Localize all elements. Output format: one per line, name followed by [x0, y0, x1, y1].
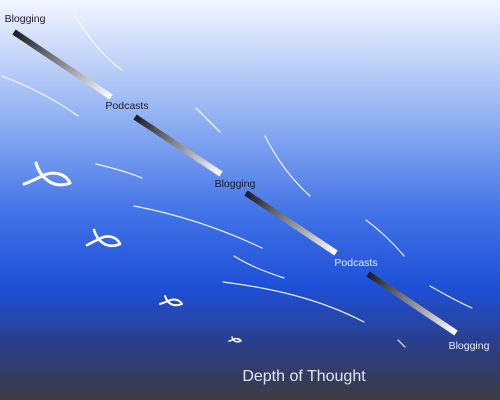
- label-blogging-2: Blogging: [214, 178, 256, 190]
- current-streak: [365, 219, 405, 257]
- fish-icon: [85, 228, 122, 248]
- label-blogging-1: Blogging: [4, 13, 46, 25]
- diagram-caption: Depth of Thought: [242, 368, 366, 385]
- depth-bar: [244, 190, 338, 256]
- depth-bar: [12, 29, 113, 100]
- fish-icon: [159, 295, 183, 307]
- current-streak: [95, 163, 143, 179]
- current-streak: [233, 255, 285, 279]
- current-streak: [264, 135, 311, 197]
- current-streak: [222, 281, 365, 323]
- current-streak: [429, 285, 473, 309]
- fish-icon: [22, 161, 72, 187]
- label-podcasts-1: Podcasts: [105, 100, 149, 112]
- fish-icon: [228, 336, 242, 343]
- current-streak: [1, 75, 79, 117]
- label-blogging-3: Blogging: [448, 340, 490, 352]
- current-streak: [397, 339, 406, 348]
- depth-bar: [366, 271, 458, 336]
- current-streak: [73, 13, 123, 71]
- label-podcasts-2: Podcasts: [334, 257, 378, 269]
- depth-bar: [133, 114, 223, 177]
- current-streak: [133, 205, 263, 249]
- current-streak: [195, 107, 221, 133]
